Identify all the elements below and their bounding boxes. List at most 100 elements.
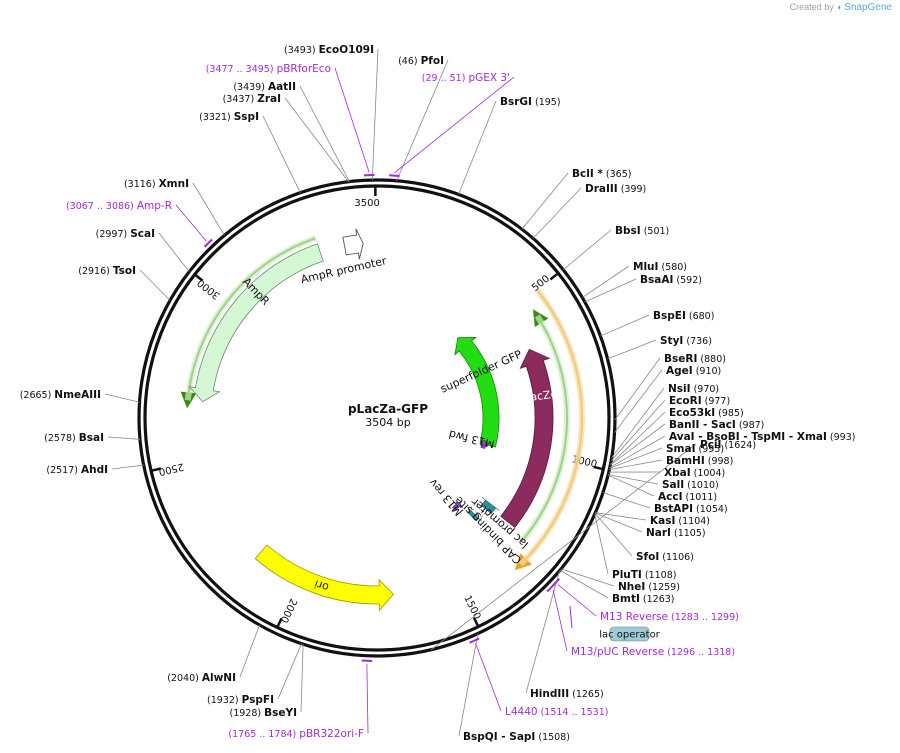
site-xbai[interactable]: XbaI (1004) xyxy=(664,467,725,479)
site-ecori[interactable]: EcoRI (977) xyxy=(669,395,730,407)
leader-sali xyxy=(608,474,659,485)
site-draiii[interactable]: DraIII (399) xyxy=(585,183,646,195)
primer-labels: (29 .. 51) pGEX 3' (3477 .. 3495) pBRforE… xyxy=(66,63,739,740)
tick-2500 xyxy=(150,467,162,473)
lac-operator-box[interactable] xyxy=(470,500,489,518)
plasmid-name: pLacZa-GFP xyxy=(348,402,428,416)
site-bamhi[interactable]: BamHI (998) xyxy=(666,455,733,467)
leader-styi xyxy=(607,339,657,360)
site-sfoi[interactable]: SfoI (1106) xyxy=(636,551,694,563)
m13-rev-arrow[interactable] xyxy=(452,501,462,511)
site-pluti[interactable]: PluTI (1108) xyxy=(612,569,676,581)
ampr-promoter-arrow[interactable] xyxy=(342,228,364,260)
leader-ahdi xyxy=(111,464,144,470)
primer-leader-l4440 xyxy=(475,643,502,712)
site-alwni[interactable]: (2040) AlwNI xyxy=(167,672,236,684)
site-bsaai[interactable]: BsaAI (592) xyxy=(640,274,702,286)
site-nari[interactable]: NarI (1105) xyxy=(646,527,706,539)
tick-1500 xyxy=(472,617,480,628)
site-acci[interactable]: AccI (1011) xyxy=(658,491,717,503)
tick-label-2500: 2500 xyxy=(157,460,184,477)
site-nmeaiii[interactable]: (2665) NmeAIII xyxy=(20,389,101,401)
orf-orange-halo xyxy=(518,288,585,567)
primer-pbrforeco[interactable]: (3477 .. 3495) pBRforEco xyxy=(206,63,331,75)
site-bseyi[interactable]: (1928) BseYI xyxy=(230,707,298,719)
credit-prefix: Created by xyxy=(789,2,834,12)
site-bseri[interactable]: BseRI (880) xyxy=(664,353,726,365)
lac-operator-leader xyxy=(569,605,573,629)
primer-leader-amp-r xyxy=(175,204,207,242)
primer-mark-l4440[interactable] xyxy=(469,637,480,644)
site-pspfi[interactable]: (1932) PspFI xyxy=(207,694,274,706)
ampr-feature-arrow[interactable] xyxy=(188,243,324,403)
site-pfoi[interactable]: (46) PfoI xyxy=(398,55,444,67)
lac-promoter-box[interactable] xyxy=(480,497,500,515)
restriction-site-labels: BsrGI (195) BclI * (365) DraIII (399) BbsI … xyxy=(20,44,856,743)
leader-pluti xyxy=(594,514,609,575)
leader-eco53ki xyxy=(610,411,666,465)
site-ahdi[interactable]: (2517) AhdI xyxy=(46,464,108,476)
site-sspi[interactable]: (3321) SspI xyxy=(199,111,259,123)
lacza-feature-arrow[interactable] xyxy=(500,348,554,528)
ori-feature-arrow[interactable] xyxy=(254,544,395,612)
site-aatii[interactable]: (3439) AatII xyxy=(233,81,296,93)
site-styi[interactable]: StyI (736) xyxy=(660,335,712,347)
leader-zrai xyxy=(284,97,349,182)
orf-green-halo xyxy=(519,314,570,544)
tick-1000 xyxy=(593,465,604,471)
site-bcli[interactable]: BclI * (365) xyxy=(572,168,631,180)
lac-operator-tag[interactable] xyxy=(609,626,650,642)
site-sali[interactable]: SalI (1010) xyxy=(662,479,719,491)
site-ecoo109i[interactable]: (3493) EcoO109I xyxy=(284,44,374,56)
site-tsoi[interactable]: (2916) TsoI xyxy=(78,265,136,277)
primer-l4440[interactable]: L4440 (1514 .. 1531) xyxy=(505,706,608,718)
site-xmni[interactable]: (3116) XmnI xyxy=(124,178,189,190)
site-bspqi-sapi[interactable]: BspQI - SapI (1508) xyxy=(463,731,570,743)
leader-banii-saci xyxy=(610,423,666,466)
tick-label-3500: 3500 xyxy=(354,198,379,209)
leader-kasi xyxy=(595,512,647,521)
primer-m13-reverse[interactable]: M13 Reverse (1283 .. 1299) xyxy=(600,611,739,623)
site-nhei[interactable]: NheI (1259) xyxy=(618,581,680,593)
site-bsrgi[interactable]: BsrGI (195) xyxy=(500,96,561,108)
leader-bspei xyxy=(600,314,650,337)
site-bspei[interactable]: BspEI (680) xyxy=(653,310,714,322)
m13-fwd-arrow[interactable] xyxy=(479,439,489,449)
site-agei[interactable]: AgeI (910) xyxy=(666,365,721,377)
tick-label-1500: 1500 xyxy=(461,594,482,622)
lac-operator-tag-label: lac operator xyxy=(599,630,660,641)
leader-xmni xyxy=(192,182,225,236)
site-eco53ki[interactable]: Eco53kI (985) xyxy=(669,407,744,419)
gfp-feature-arrow[interactable] xyxy=(454,337,500,448)
site-bbsi[interactable]: BbsI (501) xyxy=(615,225,669,237)
primer-leader-pbrforeco xyxy=(334,67,370,173)
site-mlui[interactable]: MluI (580) xyxy=(633,261,687,273)
primer-pbr322ori-f[interactable]: (1765 .. 1784) pBR322ori-F xyxy=(228,728,364,740)
leader-bstapi xyxy=(602,492,651,509)
cap-binding-site-box[interactable] xyxy=(467,506,483,522)
site-scai[interactable]: (2997) ScaI xyxy=(96,228,155,240)
primer-m13-puc-reverse[interactable]: M13/pUC Reverse (1296 .. 1318) xyxy=(571,646,735,658)
site-zrai[interactable]: (3437) ZraI xyxy=(223,93,281,105)
site-hindiii[interactable]: HindIII (1265) xyxy=(530,688,604,700)
site-kasi[interactable]: KasI (1104) xyxy=(650,515,710,527)
primer-mark-amp-r[interactable] xyxy=(203,238,213,248)
site-pcii[interactable]: PciI (1624) xyxy=(700,439,756,451)
primer-mark-pgex-3[interactable] xyxy=(389,174,400,178)
primer-amp-r[interactable]: (3067 .. 3086) Amp-R xyxy=(66,200,172,212)
site-bmti[interactable]: BmtI (1263) xyxy=(612,593,674,605)
leader-alwni xyxy=(239,624,260,678)
leader-bseyi xyxy=(300,644,304,713)
site-nsii[interactable]: NsiI (970) xyxy=(668,383,719,395)
primer-mark-m13-puc-reverse[interactable] xyxy=(546,583,556,593)
site-banii-saci[interactable]: BanII - SacI (987) xyxy=(669,419,764,431)
primer-pgex-3[interactable]: (29 .. 51) pGEX 3' xyxy=(422,72,510,84)
site-bstapi[interactable]: BstAPI (1054) xyxy=(654,503,728,515)
backbone-inner xyxy=(143,184,611,652)
tick-500 xyxy=(549,272,560,281)
primer-leader-m13-reverse xyxy=(557,584,597,617)
site-bsai[interactable]: (2578) BsaI xyxy=(44,432,104,444)
site-smai[interactable]: SmaI (995) xyxy=(666,443,724,455)
site-avai-bsobi-tspmi-xmai[interactable]: AvaI - BsoBI - TspMI - XmaI (993) xyxy=(669,431,855,443)
